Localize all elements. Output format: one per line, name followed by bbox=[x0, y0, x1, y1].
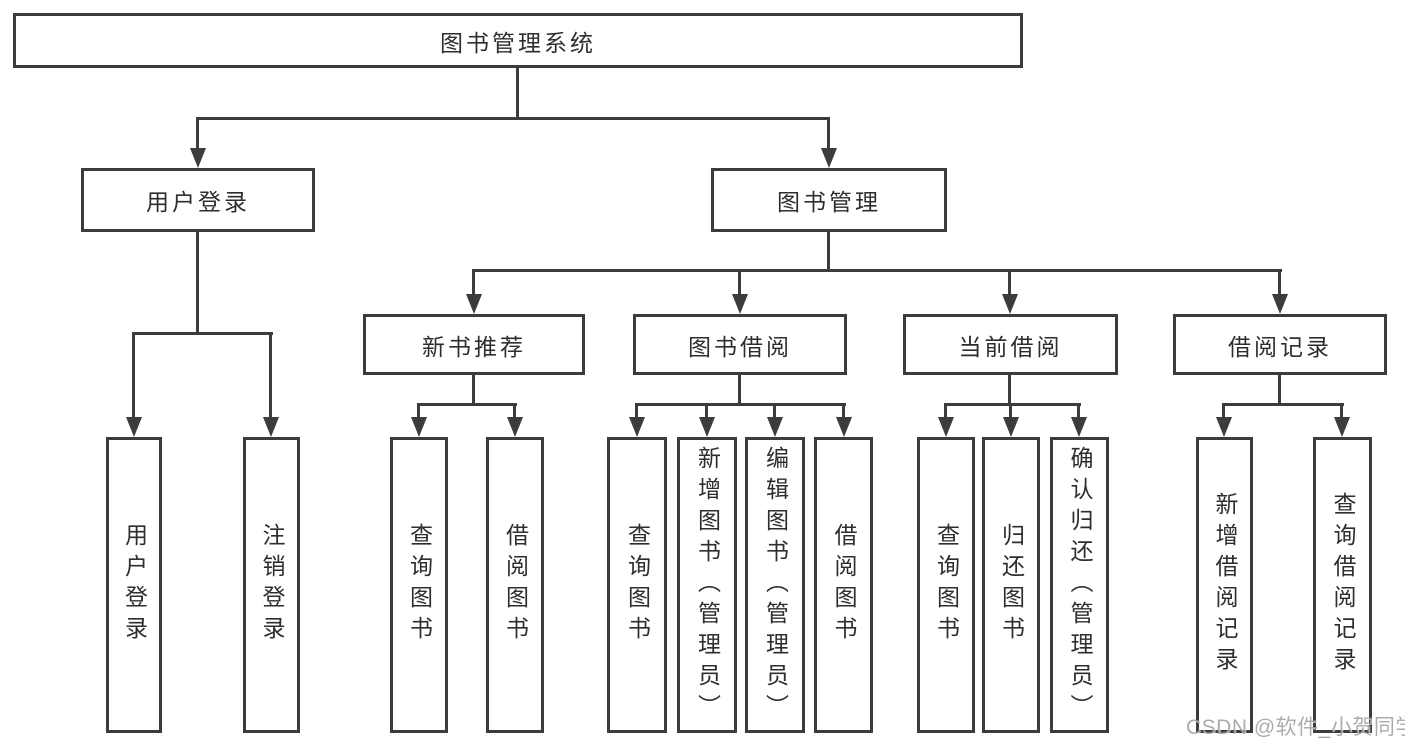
arrowhead-down-icon bbox=[821, 148, 837, 168]
arrowhead-down-icon bbox=[1071, 417, 1087, 437]
node-leaf-edit-books-admin: 编辑图书（管理员） bbox=[745, 437, 805, 733]
node-leaf-query-borrow-record: 查询借阅记录 bbox=[1313, 437, 1372, 733]
node-leaf-borrow-books: 借阅图书 bbox=[814, 437, 873, 733]
node-current-borrowing: 当前借阅 bbox=[903, 314, 1118, 375]
connector-borrowing-rail bbox=[635, 403, 846, 406]
connector-arrow-shaft bbox=[269, 332, 272, 419]
connector-arrow-shaft bbox=[1077, 403, 1080, 419]
node-leaf-edit-books-admin-label: 编辑图书（管理员） bbox=[762, 445, 789, 725]
arrowhead-down-icon bbox=[1003, 417, 1019, 437]
node-book-borrowing-label: 图书借阅 bbox=[688, 333, 792, 360]
node-root: 图书管理系统 bbox=[13, 13, 1023, 68]
node-leaf-query-borrow-record-label: 查询借阅记录 bbox=[1330, 492, 1356, 678]
connector-arrow-shaft bbox=[1008, 269, 1011, 296]
connector-arrow-shaft bbox=[1222, 403, 1225, 419]
connector-arrow-shaft bbox=[705, 403, 708, 419]
node-book-management: 图书管理 bbox=[711, 168, 947, 232]
connector-arrow-shaft bbox=[738, 269, 741, 296]
connector-level1-rail bbox=[196, 117, 830, 120]
node-user-login: 用户登录 bbox=[81, 168, 315, 232]
node-leaf-borrow-books-recommend-label: 借阅图书 bbox=[502, 523, 529, 647]
node-leaf-user-login-label: 用户登录 bbox=[121, 523, 148, 647]
connector-level3-rail bbox=[472, 269, 1282, 272]
node-leaf-confirm-return-admin-label: 确认归还（管理员） bbox=[1067, 445, 1093, 725]
arrowhead-down-icon bbox=[629, 417, 645, 437]
node-user-login-label: 用户登录 bbox=[146, 189, 250, 215]
node-leaf-add-books-admin: 新增图书（管理员） bbox=[677, 437, 737, 733]
connector-recommend-rail bbox=[417, 403, 517, 406]
node-new-book-recommendation-label: 新书推荐 bbox=[422, 333, 526, 360]
connector-arrow-shaft bbox=[827, 117, 830, 150]
connector-arrow-shaft bbox=[635, 403, 638, 419]
node-leaf-user-login: 用户登录 bbox=[106, 437, 162, 733]
node-leaf-query-books-current-label: 查询图书 bbox=[933, 523, 960, 647]
node-leaf-return-books: 归还图书 bbox=[982, 437, 1040, 733]
node-new-book-recommendation: 新书推荐 bbox=[363, 314, 585, 375]
arrowhead-down-icon bbox=[732, 294, 748, 314]
node-leaf-query-books-current: 查询图书 bbox=[917, 437, 975, 733]
connector-current-rail bbox=[944, 403, 1081, 406]
csdn-watermark: CSDN @软件_小贺同学 bbox=[1186, 716, 1405, 739]
connector-arrow-shaft bbox=[513, 403, 516, 419]
arrowhead-down-icon bbox=[938, 417, 954, 437]
connector-records-rail bbox=[1222, 403, 1344, 406]
node-leaf-confirm-return-admin: 确认归还（管理员） bbox=[1050, 437, 1109, 733]
arrowhead-down-icon bbox=[507, 417, 523, 437]
connector-arrow-shaft bbox=[196, 117, 199, 150]
node-leaf-query-books-recommend: 查询图书 bbox=[390, 437, 448, 733]
connector-group-stub bbox=[472, 375, 475, 406]
arrowhead-down-icon bbox=[190, 148, 206, 168]
connector-user-login-stub bbox=[196, 232, 199, 335]
arrowhead-down-icon bbox=[411, 417, 427, 437]
node-leaf-query-books-borrowing: 查询图书 bbox=[607, 437, 667, 733]
connector-group-stub bbox=[1278, 375, 1281, 406]
arrowhead-down-icon bbox=[126, 417, 142, 437]
arrowhead-down-icon bbox=[263, 417, 279, 437]
connector-arrow-shaft bbox=[1340, 403, 1343, 419]
node-book-borrowing: 图书借阅 bbox=[633, 314, 847, 375]
node-leaf-query-books-recommend-label: 查询图书 bbox=[406, 523, 433, 647]
arrowhead-down-icon bbox=[767, 417, 783, 437]
node-root-label: 图书管理系统 bbox=[440, 29, 596, 56]
arrowhead-down-icon bbox=[466, 294, 482, 314]
node-leaf-borrow-books-label: 借阅图书 bbox=[831, 523, 857, 647]
node-book-management-label: 图书管理 bbox=[777, 189, 881, 215]
connector-arrow-shaft bbox=[132, 332, 135, 419]
node-leaf-logout-label: 注销登录 bbox=[259, 523, 285, 647]
connector-arrow-shaft bbox=[944, 403, 947, 419]
arrowhead-down-icon bbox=[1216, 417, 1232, 437]
connector-user-login-rail bbox=[132, 332, 273, 335]
connector-book-management-stub bbox=[827, 232, 830, 271]
node-current-borrowing-label: 当前借阅 bbox=[958, 333, 1063, 360]
node-borrowing-records-label: 借阅记录 bbox=[1228, 333, 1332, 360]
connector-root-stub bbox=[516, 68, 519, 118]
node-leaf-logout: 注销登录 bbox=[243, 437, 300, 733]
connector-arrow-shaft bbox=[842, 403, 845, 419]
arrowhead-down-icon bbox=[1002, 294, 1018, 314]
arrowhead-down-icon bbox=[1272, 294, 1288, 314]
connector-arrow-shaft bbox=[472, 269, 475, 296]
node-leaf-add-borrow-record-label: 新增借阅记录 bbox=[1212, 492, 1238, 678]
arrowhead-down-icon bbox=[836, 417, 852, 437]
node-leaf-borrow-books-recommend: 借阅图书 bbox=[486, 437, 544, 733]
connector-group-stub bbox=[738, 375, 741, 406]
connector-arrow-shaft bbox=[1278, 269, 1281, 296]
arrowhead-down-icon bbox=[1334, 417, 1350, 437]
connector-arrow-shaft bbox=[1009, 403, 1012, 419]
node-leaf-query-books-borrowing-label: 查询图书 bbox=[624, 523, 651, 647]
connector-group-stub bbox=[1008, 375, 1011, 406]
node-borrowing-records: 借阅记录 bbox=[1173, 314, 1387, 375]
arrowhead-down-icon bbox=[699, 417, 715, 437]
node-leaf-add-books-admin-label: 新增图书（管理员） bbox=[694, 445, 721, 725]
node-leaf-add-borrow-record: 新增借阅记录 bbox=[1196, 437, 1253, 733]
node-leaf-return-books-label: 归还图书 bbox=[998, 523, 1025, 647]
connector-arrow-shaft bbox=[773, 403, 776, 419]
connector-arrow-shaft bbox=[417, 403, 420, 419]
